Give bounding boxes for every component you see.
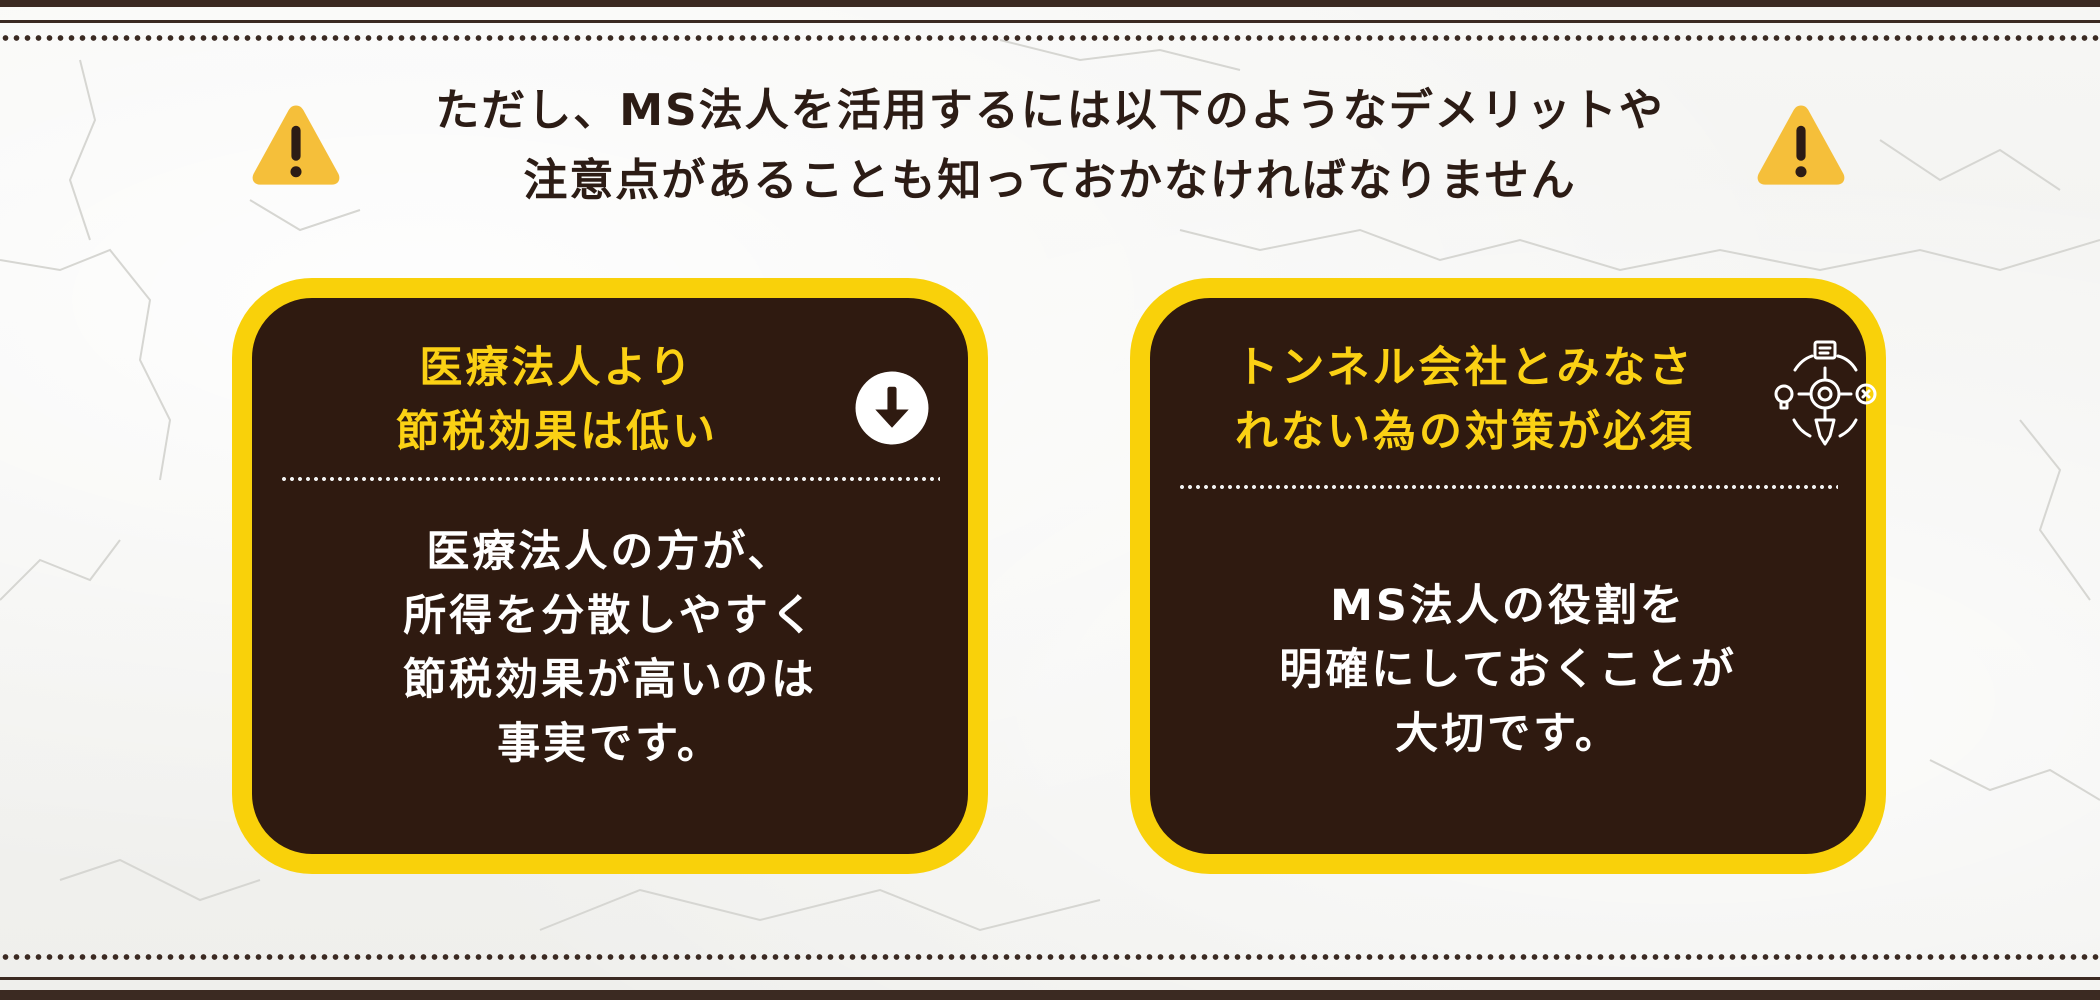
heading-line-1: ただし、MS法人を活用するには以下のようなデメリットや: [435, 85, 1665, 136]
card-divider: [280, 476, 940, 482]
card-title-line: 節税効果は低い: [396, 407, 718, 457]
card-title-line: 医療法人より: [419, 343, 695, 393]
card-body-line: 明確にしておくことが: [1279, 645, 1737, 695]
top-border-line: [0, 20, 2100, 23]
card-title-line: れない為の対策が必須: [1235, 407, 1695, 457]
card-tunnel-company: トンネル会社とみなさ れない為の対策が必須 MS法人の役割を 明確にしておくこと…: [1130, 278, 1886, 874]
card-body-line: 医療法人の方が、: [426, 527, 794, 577]
card-body-line: 大切です。: [1395, 709, 1621, 759]
top-dotted-border: [0, 34, 2100, 42]
bottom-dotted-border: [0, 953, 2100, 961]
card-divider: [1178, 484, 1838, 490]
card-body-line: 事実です。: [497, 719, 723, 769]
card-body-line: 所得を分散しやすく: [403, 591, 817, 641]
warning-triangle-icon: [252, 105, 340, 185]
card-title: トンネル会社とみなさ れない為の対策が必須: [1170, 336, 1760, 464]
bottom-border-line: [0, 977, 2100, 980]
card-title: 医療法人より 節税効果は低い: [292, 336, 822, 464]
top-border-band: [0, 0, 2100, 7]
card-body: 医療法人の方が、 所得を分散しやすく 節税効果が高いのは 事実です。: [282, 520, 938, 776]
bottom-border-band: [0, 990, 2100, 1000]
card-body-line: MS法人の役割を: [1330, 581, 1686, 631]
strategy-lightbulb-gear-icon: [1774, 340, 1877, 446]
card-tax-saving: 医療法人より 節税効果は低い 医療法人の方が、 所得を分散しやすく 節税効果が高…: [232, 278, 988, 874]
card-body-line: 節税効果が高いのは: [403, 655, 817, 705]
card-body: MS法人の役割を 明確にしておくことが 大切です。: [1180, 574, 1836, 766]
warning-triangle-icon: [1757, 105, 1845, 185]
arrow-down-circle-icon: [855, 371, 929, 445]
heading-line-2: 注意点があることも知っておかなければなりません: [523, 155, 1577, 206]
page-heading: ただし、MS法人を活用するには以下のようなデメリットや 注意点があることも知って…: [360, 76, 1740, 216]
card-title-line: トンネル会社とみなさ: [1235, 343, 1695, 393]
